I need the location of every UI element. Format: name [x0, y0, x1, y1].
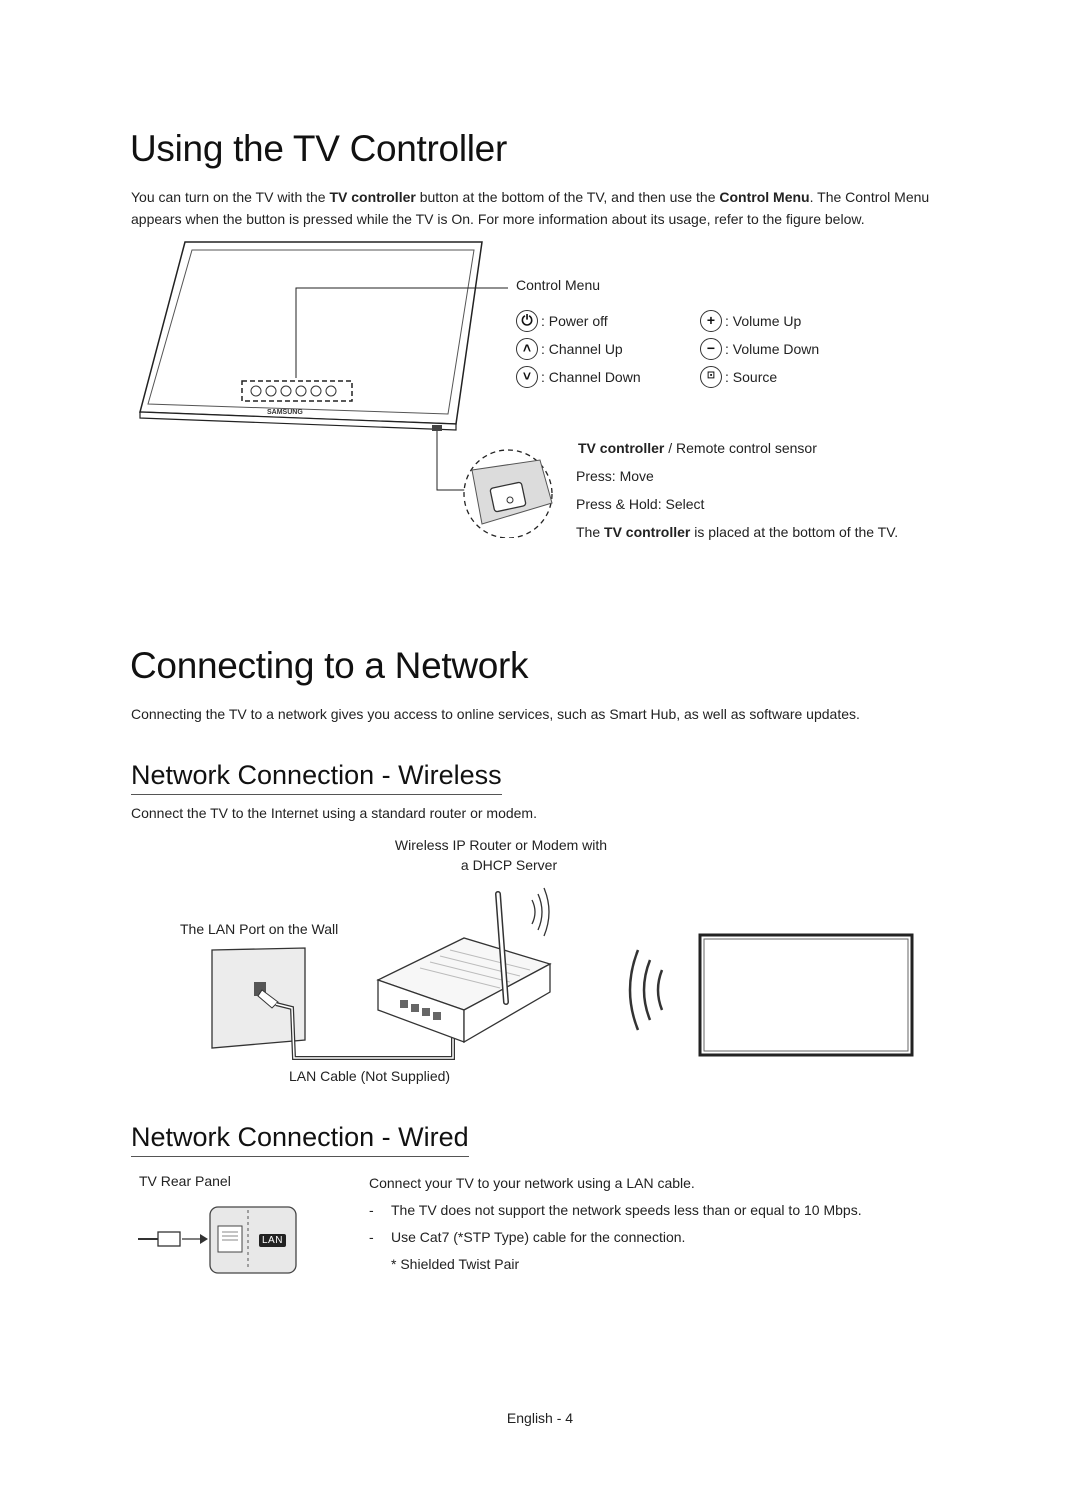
- page-number: English - 4: [506, 1410, 574, 1426]
- wired-cable-plug: [157, 1231, 181, 1247]
- rear-panel: [209, 1206, 297, 1274]
- rear-lan-port-pins: [222, 1231, 238, 1241]
- arrow-right-icon: [200, 1234, 208, 1244]
- tv-controller-intro: You can turn on the TV with the TV contr…: [131, 189, 930, 227]
- router-ports: [400, 1000, 441, 1020]
- wired-diagram: [138, 1206, 297, 1274]
- controller-leader-line: [436, 431, 470, 491]
- tv-bezel-inner: [147, 249, 475, 415]
- power-icon: ⏻: [516, 310, 538, 332]
- wired-intro: Connect your TV to your network using a …: [369, 1175, 695, 1191]
- tv-controller-button-marker: [432, 425, 442, 431]
- section-title-tv-controller: Using the TV Controller: [130, 128, 507, 169]
- control-menu-leader-line: [295, 287, 508, 378]
- tv-inner-bezel: [703, 938, 909, 1052]
- control-volume-down: −: Volume Down: [700, 338, 819, 360]
- router-antenna-inner: [496, 892, 508, 1004]
- control-menu-label: Control Menu: [516, 277, 601, 293]
- tv-brand-logo: SAMSUNG: [267, 409, 303, 416]
- press-move-label: Press: Move: [576, 468, 654, 484]
- wireless-diagram: [211, 887, 914, 1060]
- source-icon: ⊡: [700, 366, 722, 388]
- tv-wifi-waves-icon: [628, 949, 664, 1031]
- controller-placement-note: The TV controller is placed at the botto…: [576, 524, 899, 540]
- control-volume-up: +: Volume Up: [700, 310, 801, 332]
- tv-outline: [698, 933, 914, 1057]
- rear-lan-port: [217, 1225, 243, 1253]
- tv-rear-panel-label: TV Rear Panel: [139, 1173, 231, 1189]
- section-title-network: Connecting to a Network: [130, 645, 529, 686]
- lan-cable-inner: [275, 1003, 454, 1059]
- plus-icon: +: [700, 310, 722, 332]
- minus-icon: −: [700, 338, 722, 360]
- network-intro: Connecting the TV to a network gives you…: [131, 706, 860, 722]
- bold-control-menu: Control Menu: [719, 189, 810, 205]
- router-label: Wireless IP Router or Modem with a DHCP …: [394, 837, 608, 873]
- controller-knob: [506, 496, 514, 504]
- strip-button-icons: [250, 385, 337, 397]
- lan-cable-label: LAN Cable (Not Supplied): [289, 1068, 451, 1084]
- lan-port-badge: LAN: [259, 1234, 286, 1247]
- control-power: ⏻: Power off: [516, 310, 608, 332]
- wireless-intro: Connect the TV to the Internet using a s…: [131, 805, 537, 821]
- tv-controller-diagram: SAMSUNG: [139, 241, 553, 538]
- lan-port-wall-label: The LAN Port on the Wall: [180, 921, 339, 937]
- bold-tv-controller: TV controller: [329, 189, 416, 205]
- wired-bullet-2: -Use Cat7 (*STP Type) cable for the conn…: [369, 1229, 686, 1245]
- router-wifi-waves-icon: [531, 887, 550, 937]
- wall-cable-plug: [257, 989, 279, 1009]
- wired-bullet-1: -The TV does not support the network spe…: [369, 1202, 862, 1218]
- wired-footnote: * Shielded Twist Pair: [391, 1256, 520, 1272]
- control-button-strip: [241, 380, 353, 402]
- tv-screen-outline: [139, 241, 483, 425]
- control-channel-down: ˅: Channel Down: [516, 366, 641, 388]
- wall-panel: [211, 947, 306, 1049]
- subsection-title-wired: Network Connection - Wired: [131, 1120, 469, 1157]
- control-source: ⊡: Source: [700, 366, 777, 388]
- tv-bottom-edge: [139, 411, 457, 431]
- controller-joystick: [489, 481, 527, 513]
- chevron-up-icon: ˄: [516, 338, 538, 360]
- controller-sensor-label: TV controller / Remote control sensor: [578, 440, 817, 456]
- subsection-title-wireless: Network Connection - Wireless: [131, 758, 502, 795]
- control-channel-up: ˄: Channel Up: [516, 338, 623, 360]
- press-hold-label: Press & Hold: Select: [576, 496, 705, 512]
- chevron-down-icon: ˅: [516, 366, 538, 388]
